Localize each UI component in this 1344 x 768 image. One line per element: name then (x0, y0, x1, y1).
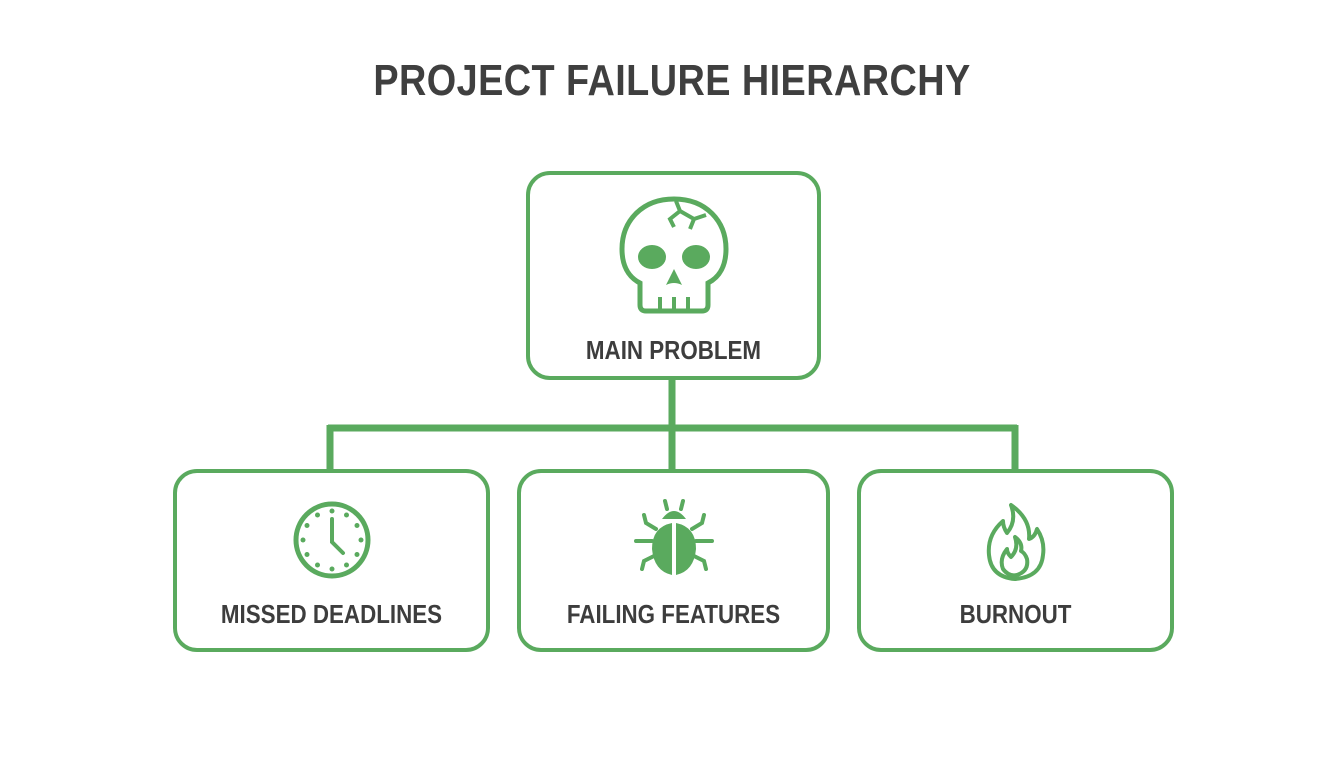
fire-icon (986, 503, 1045, 581)
child-node-burnout: BURNOUT (857, 469, 1174, 652)
diagram-title: PROJECT FAILURE HIERARCHY (373, 56, 971, 105)
child-node-missed-deadlines: MISSED DEADLINES (173, 469, 490, 652)
clock-icon (293, 501, 370, 579)
child-label: MISSED DEADLINES (220, 599, 443, 629)
child-label: FAILING FEATURES (566, 599, 781, 629)
bug-icon (633, 499, 714, 575)
child-node-failing-features: FAILING FEATURES (517, 469, 830, 652)
root-node: MAIN PROBLEM (526, 171, 821, 380)
child-label: BURNOUT (959, 599, 1072, 629)
cracked-skull-icon (618, 196, 729, 314)
root-label: MAIN PROBLEM (585, 335, 762, 365)
